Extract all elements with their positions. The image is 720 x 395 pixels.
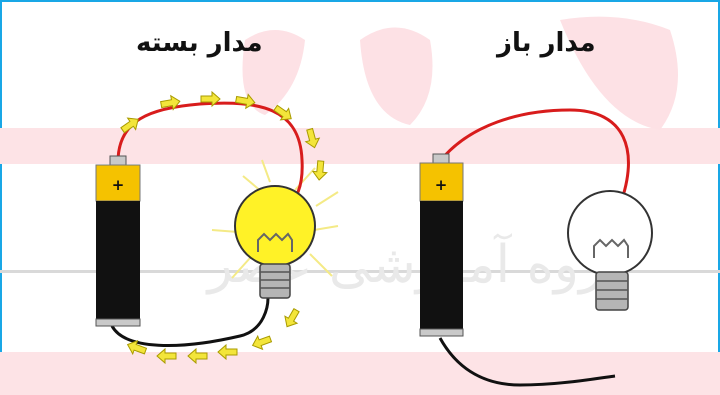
unlit-bulb	[567, 190, 653, 311]
bulb-base	[595, 271, 629, 311]
arrow	[187, 348, 208, 364]
battery: +	[419, 153, 464, 337]
light-rays	[211, 159, 339, 279]
bulb-glass	[234, 185, 316, 267]
battery-body	[420, 201, 463, 329]
watermark-glyph-3	[560, 16, 678, 131]
battery-base	[95, 318, 141, 327]
black-wire-loose	[438, 337, 616, 387]
ray	[261, 159, 271, 183]
red-wire	[439, 108, 630, 206]
black-wire	[110, 297, 270, 347]
battery-plus-sign: +	[112, 176, 125, 194]
watermark-band-bottom	[0, 352, 720, 395]
ray	[315, 191, 339, 207]
watermark-line	[0, 270, 720, 273]
open-circuit-title: مدار باز	[497, 28, 596, 58]
arrow	[217, 344, 238, 360]
ray	[211, 229, 239, 233]
battery-base	[419, 328, 464, 337]
open-circuit: +	[419, 108, 653, 387]
arrow	[156, 348, 177, 364]
arrow	[302, 126, 322, 150]
watermark-glyph-1	[242, 30, 305, 115]
ray	[231, 257, 251, 279]
lit-bulb	[234, 185, 316, 299]
ray	[294, 167, 316, 191]
battery-body	[96, 201, 140, 319]
bulb-filament	[257, 232, 293, 252]
watermark-glyph-2	[360, 27, 433, 125]
bulb-glass	[567, 190, 653, 276]
battery-top	[95, 164, 141, 202]
bulb-filament	[593, 238, 629, 258]
closed-circuit-title: مدار بسته	[136, 28, 263, 58]
arrow	[311, 159, 329, 182]
ray	[309, 253, 333, 277]
battery: +	[95, 155, 141, 327]
arrow	[280, 306, 304, 331]
arrow	[234, 92, 257, 111]
arrow	[249, 331, 274, 353]
ray	[313, 225, 339, 231]
arrow	[118, 113, 143, 137]
bulb-base	[259, 263, 291, 299]
closed-circuit: +	[95, 91, 339, 364]
battery-plus-sign: +	[435, 176, 448, 194]
